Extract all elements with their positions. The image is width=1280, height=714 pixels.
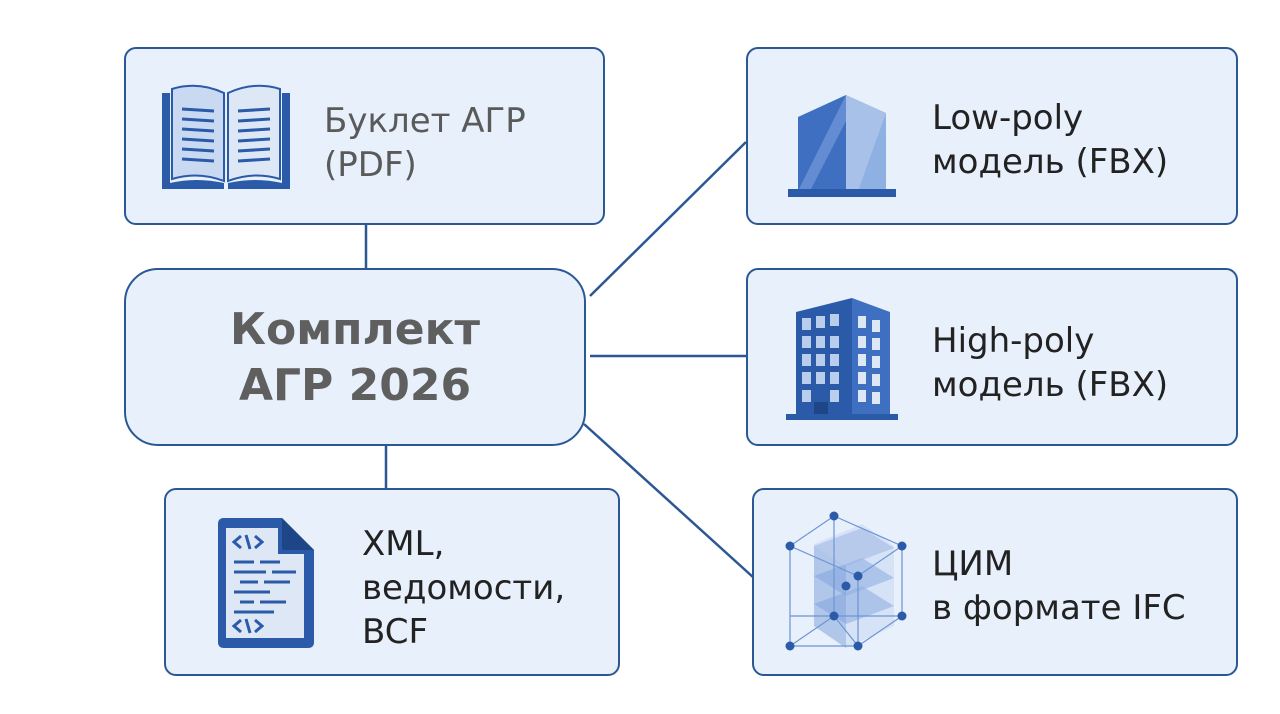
connector-cim — [583, 423, 755, 579]
cim-node: ЦИМ в формате IFC — [752, 488, 1238, 676]
lowpoly-node: Low-poly модель (FBX) — [746, 47, 1238, 225]
booklet-label-line-2: (PDF) — [324, 145, 417, 185]
xml-label-line-3: BCF — [362, 612, 429, 652]
booklet-label-line-1: Буклет АГР — [324, 101, 526, 141]
highpoly-node: High-poly модель (FBX) — [746, 268, 1238, 446]
cim-label-line-1: ЦИМ — [932, 544, 1014, 584]
xml-node: XML, ведомости, BCF — [164, 488, 620, 676]
lowpoly-label: Low-poly модель (FBX) — [932, 96, 1168, 184]
cim-label-line-2: в формате IFC — [932, 588, 1186, 628]
wireframe-cube-icon — [785, 511, 907, 651]
booklet-label: Буклет АГР (PDF) — [324, 99, 526, 187]
center-label: Комплект АГР 2026 — [230, 302, 480, 414]
connector-lowpoly — [589, 141, 747, 297]
xml-label-line-2: ведомости, — [362, 568, 566, 608]
highpoly-label: High-poly модель (FBX) — [932, 319, 1168, 407]
simple-building-icon — [788, 95, 896, 197]
detailed-building-icon — [786, 298, 898, 420]
code-document-icon — [218, 518, 314, 648]
xml-label-line-1: XML, — [362, 524, 445, 564]
cim-label: ЦИМ в формате IFC — [932, 542, 1186, 630]
highpoly-label-line-1: High-poly — [932, 321, 1095, 361]
xml-label: XML, ведомости, BCF — [362, 522, 565, 654]
center-node: Комплект АГР 2026 — [124, 268, 586, 446]
center-label-line-2: АГР 2026 — [238, 360, 472, 411]
center-label-line-1: Комплект — [230, 304, 480, 355]
lowpoly-label-line-2: модель (FBX) — [932, 142, 1169, 182]
open-book-icon — [162, 84, 290, 189]
booklet-node: Буклет АГР (PDF) — [124, 47, 605, 225]
lowpoly-label-line-1: Low-poly — [932, 98, 1084, 138]
highpoly-label-line-2: модель (FBX) — [932, 365, 1169, 405]
